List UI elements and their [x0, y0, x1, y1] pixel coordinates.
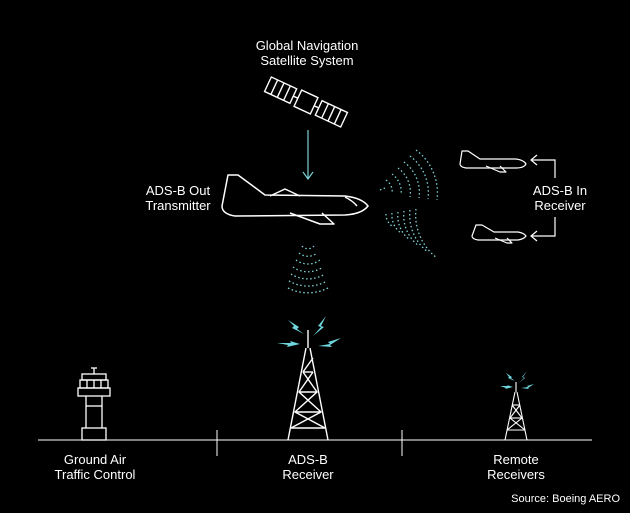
remote-radio-tower-icon: [505, 382, 527, 440]
adsb-in-aircraft-upper: [460, 151, 526, 172]
ground-atc-label: Ground Air Traffic Control: [40, 452, 150, 482]
signal-waves-lower: [386, 209, 437, 258]
control-tower-icon: [78, 368, 110, 440]
source-credit: Source: Boeing AERO: [470, 492, 620, 507]
adsb-in-receiver-label: ADS-B In Receiver: [523, 183, 597, 213]
adsb-in-aircraft-lower: [472, 225, 526, 243]
remote-receivers-label: Remote Receivers: [466, 452, 566, 482]
satellite-icon: [264, 76, 348, 128]
gnss-signal-arrow: [303, 130, 313, 179]
adsb-receiver-label: ADS-B Receiver: [258, 452, 358, 482]
satellite-label: Global Navigation Satellite System: [232, 38, 382, 68]
remote-lightning-bolt-icon: [500, 371, 534, 389]
airplane-icon: [222, 175, 368, 224]
signal-waves-down: [288, 246, 328, 293]
lightning-bolt-icon: [277, 316, 341, 347]
transmitter-label: ADS-B Out Transmitter: [130, 183, 226, 213]
radio-tower-icon: [288, 330, 328, 440]
signal-waves-upper: [380, 150, 437, 200]
